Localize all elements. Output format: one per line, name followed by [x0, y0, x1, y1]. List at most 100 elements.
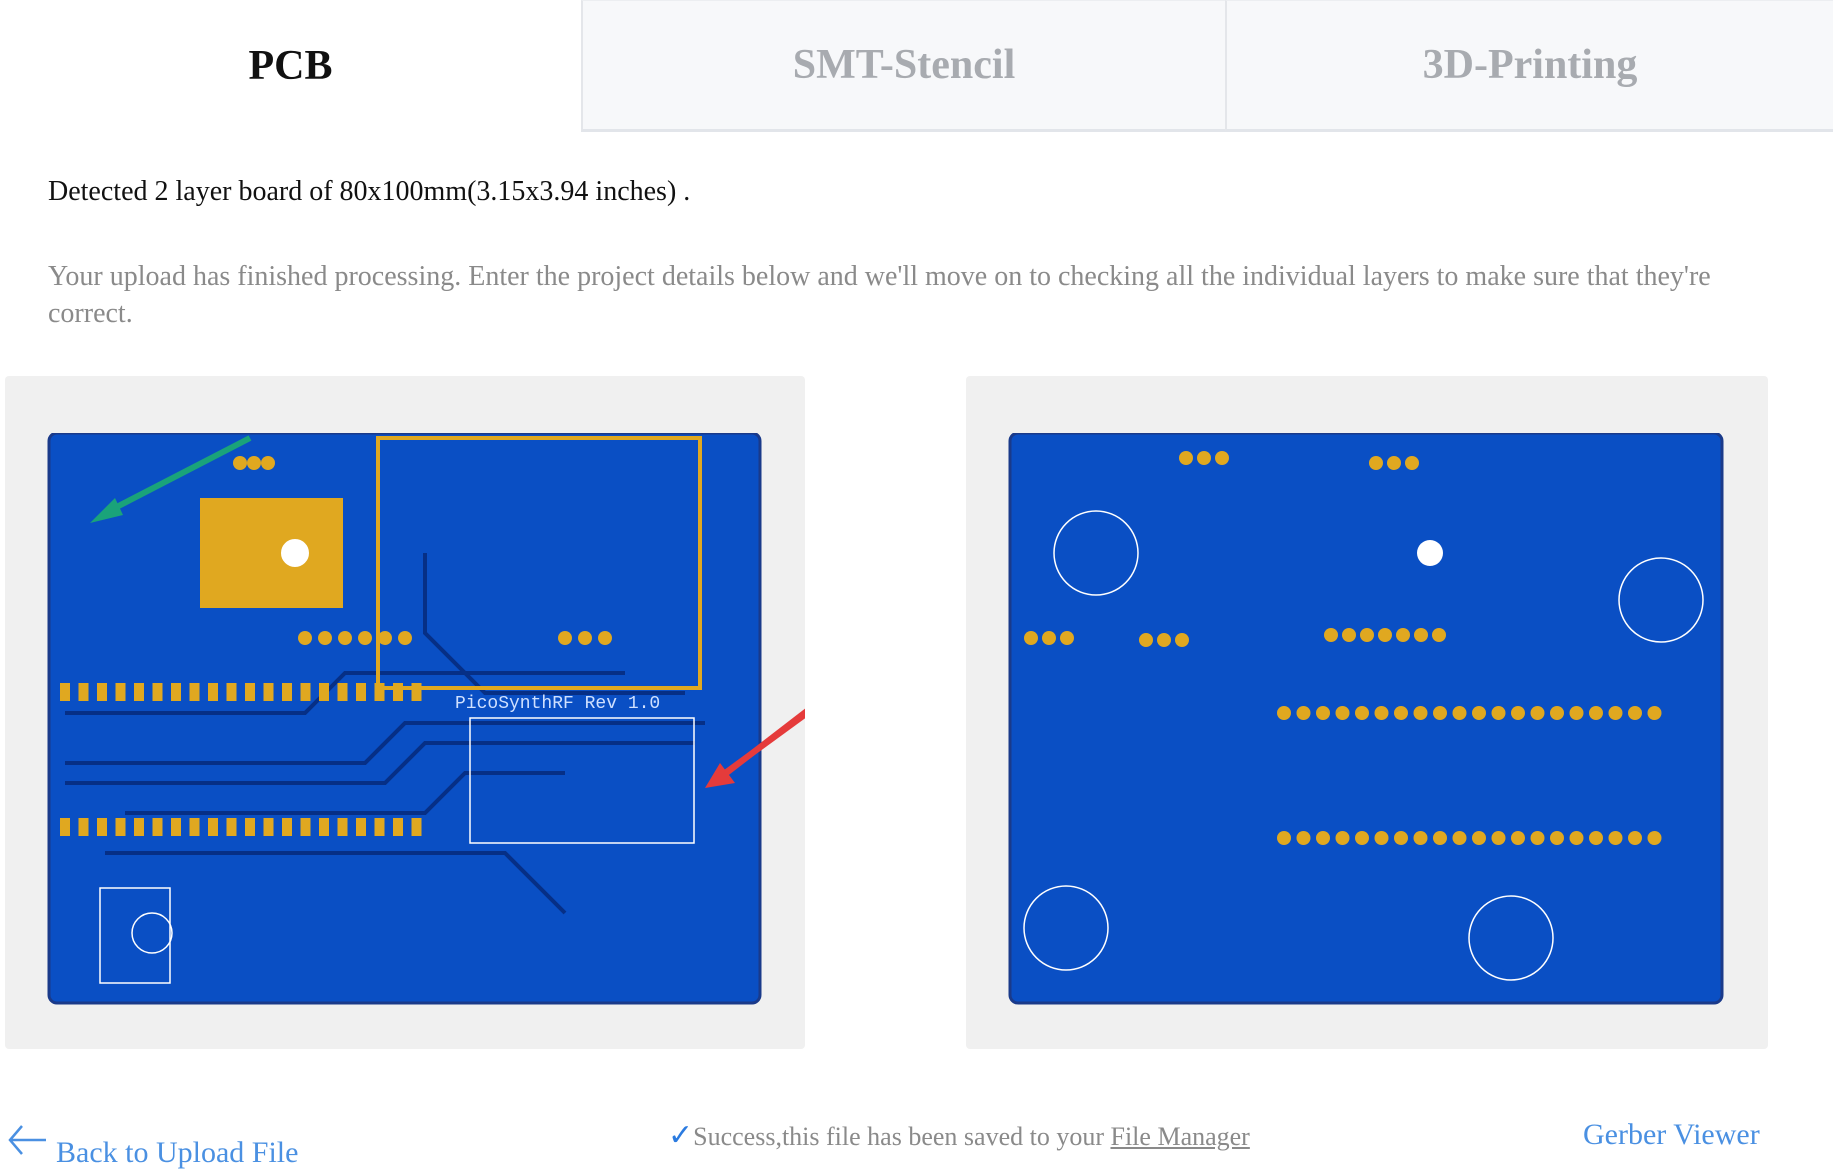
pad: [411, 683, 422, 701]
processing-info-text: Your upload has finished processing. Ent…: [48, 261, 1711, 329]
pcb-bottom-image: [1008, 433, 1724, 1005]
pcb-bottom-preview: [966, 376, 1768, 1049]
tab-pcb[interactable]: PCB: [0, 0, 581, 132]
pcb-top-image: PicoSynthRF Rev 1.0: [47, 433, 805, 1005]
pad: [1589, 706, 1603, 720]
pad: [1355, 706, 1369, 720]
pad: [189, 683, 200, 701]
gerber-viewer-link[interactable]: Gerber Viewer: [1583, 1118, 1760, 1151]
pad: [411, 818, 422, 836]
pad: [115, 683, 126, 701]
pad: [1296, 831, 1311, 845]
pad: [226, 683, 237, 701]
pad: [356, 818, 366, 836]
pad: [1530, 831, 1545, 845]
pad: [1472, 706, 1486, 720]
pad: [1647, 706, 1662, 720]
arrow-left-icon: [8, 1125, 46, 1155]
pad: [282, 683, 292, 701]
pad: [319, 818, 329, 836]
pad: [1374, 706, 1389, 720]
pad: [1335, 706, 1350, 720]
pad: [226, 818, 237, 836]
pad: [1589, 831, 1603, 845]
pad: [78, 818, 89, 836]
pad: [60, 683, 70, 701]
tab-3d-printing[interactable]: 3D-Printing: [1225, 0, 1833, 132]
pad: [1433, 831, 1447, 845]
pad: [1042, 631, 1056, 645]
pad: [1139, 633, 1153, 647]
checkmark-icon: ✓: [668, 1119, 694, 1152]
pad: [1355, 831, 1369, 845]
pad: [1452, 831, 1467, 845]
pad: [1433, 706, 1447, 720]
annotation-arrow-green: [103, 435, 252, 516]
pad: [78, 683, 89, 701]
pad: [171, 818, 181, 836]
pad: [1157, 633, 1171, 647]
pad: [338, 631, 352, 645]
pad: [152, 683, 163, 701]
pad: [97, 818, 107, 836]
pad: [1414, 628, 1428, 642]
pad: [261, 456, 275, 470]
pad: [208, 683, 218, 701]
pad: [1628, 831, 1642, 845]
pad: [356, 683, 366, 701]
pad: [1335, 831, 1350, 845]
pad: [1316, 706, 1330, 720]
pad: [358, 631, 372, 645]
pad: [393, 818, 403, 836]
pad: [1360, 628, 1374, 642]
pad: [1550, 706, 1564, 720]
pad: [598, 631, 612, 645]
pad: [245, 818, 255, 836]
pad: [1628, 706, 1642, 720]
pad: [233, 456, 247, 470]
pad: [374, 818, 385, 836]
pad: [1024, 631, 1038, 645]
pad: [152, 818, 163, 836]
pad: [171, 683, 181, 701]
annotation-arrow-red: [718, 708, 805, 781]
pad: [393, 683, 403, 701]
pad: [134, 683, 144, 701]
pad: [1550, 831, 1564, 845]
tab-smt-stencil[interactable]: SMT-Stencil: [581, 0, 1225, 132]
pad: [1277, 706, 1291, 720]
pad: [1530, 706, 1545, 720]
pad: [1432, 628, 1446, 642]
pad: [1179, 451, 1193, 465]
pad: [60, 818, 70, 836]
pad: [319, 683, 329, 701]
pad: [208, 818, 218, 836]
pad: [1405, 456, 1419, 470]
pad: [558, 631, 572, 645]
pad: [282, 818, 292, 836]
pad: [1511, 831, 1525, 845]
pad: [378, 631, 392, 645]
pad: [398, 631, 412, 645]
pad: [300, 818, 311, 836]
pad: [97, 683, 107, 701]
pad: [115, 818, 126, 836]
pad: [1060, 631, 1074, 645]
file-manager-link[interactable]: File Manager: [1110, 1122, 1250, 1151]
pad: [298, 631, 312, 645]
pad: [1452, 706, 1467, 720]
pad: [1296, 706, 1311, 720]
success-text: Success,this file has been saved to your: [693, 1122, 1111, 1151]
pad: [1569, 706, 1584, 720]
pcb-top-preview: PicoSynthRF Rev 1.0: [5, 376, 805, 1049]
pad: [1472, 831, 1486, 845]
pad: [300, 683, 311, 701]
pad: [263, 683, 274, 701]
pad: [1396, 628, 1410, 642]
pad: [1175, 633, 1189, 647]
pad: [1491, 706, 1506, 720]
pad: [337, 683, 348, 701]
pad: [1369, 456, 1383, 470]
pad: [1413, 706, 1428, 720]
board-detection-text: Detected 2 layer board of 80x100mm(3.15x…: [48, 176, 691, 207]
